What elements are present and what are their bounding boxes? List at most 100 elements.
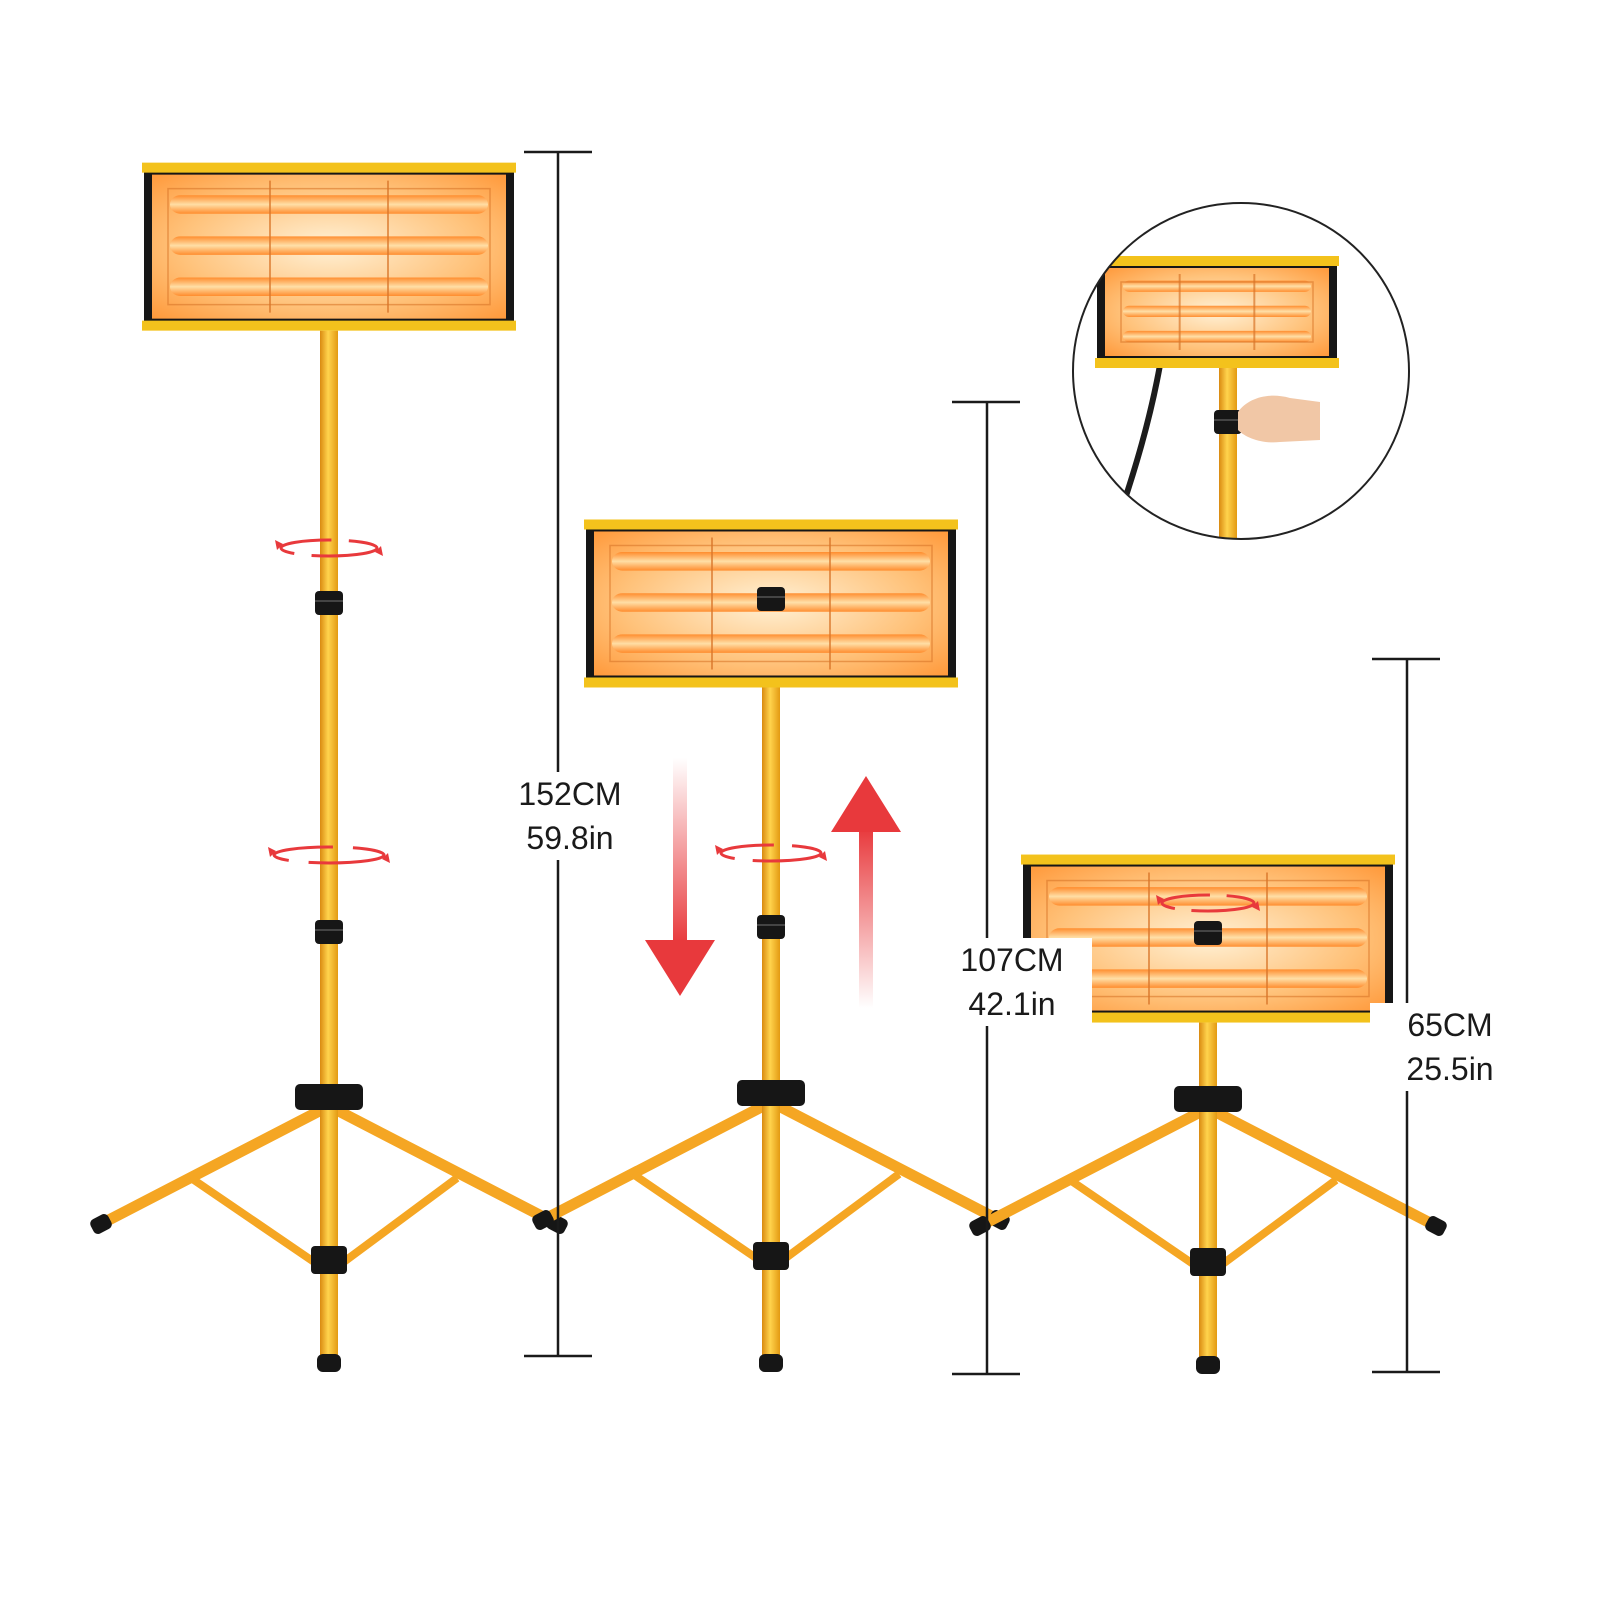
foot-cap-front — [317, 1354, 341, 1372]
brace-collar — [753, 1242, 789, 1270]
heating-tube — [1123, 330, 1311, 343]
arrow-up-icon — [831, 776, 901, 1008]
brace-collar — [311, 1246, 347, 1274]
tripod-leg-front — [762, 1102, 780, 1358]
arrow-up-shaft — [859, 828, 873, 1008]
arrow-up-head — [831, 776, 901, 832]
heating-tube — [170, 277, 488, 297]
rotate-head-left — [1156, 895, 1164, 905]
rotate-ring — [279, 538, 379, 558]
tripod-hub — [1174, 1086, 1242, 1112]
frame-bottom — [584, 677, 958, 688]
rotate-head-right — [1252, 901, 1260, 911]
heater-stand-3 — [969, 854, 1447, 1374]
adjust-knob — [315, 591, 343, 615]
knob-ridge — [757, 924, 785, 926]
height-adjust-arrows — [645, 758, 901, 1008]
heating-tube — [1049, 969, 1367, 988]
adjust-knob — [757, 587, 785, 611]
tripod-hub — [737, 1080, 805, 1106]
arrow-down-icon — [645, 758, 715, 996]
heater-panel — [142, 162, 516, 331]
rotate-ring — [1160, 893, 1256, 913]
foot-cap-left — [532, 1210, 554, 1230]
guard-frame — [1120, 281, 1314, 343]
tripod-leg-left — [537, 1096, 777, 1226]
arrow-down-shaft — [673, 758, 687, 944]
height-cm-short: 65CM — [1407, 1007, 1493, 1043]
hand-shape — [1238, 395, 1320, 443]
telescopic-pole — [320, 330, 338, 1096]
heating-tube — [612, 552, 930, 571]
rotate-ring — [272, 845, 386, 865]
rotate-arrows-icon — [1156, 893, 1260, 913]
tripod-brace-left — [630, 1170, 762, 1264]
frame-top — [1095, 256, 1339, 266]
frame-top — [1021, 854, 1395, 865]
heater-stand-2 — [532, 519, 1010, 1372]
rotate-head-right — [382, 853, 390, 863]
rotate-arrows-icon — [715, 843, 827, 863]
rotate-head-left — [715, 845, 723, 855]
dimension-line-1 — [524, 150, 592, 1358]
tripod-brace-right — [338, 1174, 460, 1268]
tripod-brace-right — [1217, 1176, 1339, 1270]
adjust-knob — [1214, 410, 1242, 434]
tripod-leg-left — [974, 1102, 1214, 1232]
detail-inset — [1072, 202, 1410, 540]
tripod-leg-right — [323, 1100, 563, 1230]
heating-tube — [1123, 280, 1311, 292]
knob-ridge — [1214, 419, 1242, 421]
inset-pole — [1219, 362, 1237, 539]
tripod-base — [90, 1084, 568, 1372]
hand-adjusting-knob-icon — [1238, 395, 1320, 443]
adjust-knob — [757, 915, 785, 939]
foot-cap-right — [1425, 1216, 1447, 1236]
height-label-medium: 107CM 42.1in — [932, 938, 1092, 1026]
frame-bottom — [142, 320, 516, 331]
tripod-base — [969, 1086, 1447, 1374]
adjust-knob — [1194, 921, 1222, 945]
tripod-brace-right — [780, 1170, 902, 1264]
tripod-brace-left — [188, 1174, 320, 1268]
rotate-arrows-icon — [268, 845, 390, 865]
foot-cap-left — [969, 1216, 991, 1236]
rotate-arrows-icon — [275, 538, 383, 558]
height-in-short: 25.5in — [1406, 1051, 1494, 1087]
height-in-tall: 59.8in — [526, 820, 614, 856]
foot-cap-left — [90, 1214, 112, 1234]
height-cm-medium: 107CM — [960, 942, 1064, 978]
height-label-short: 65CM 25.5in — [1370, 1003, 1530, 1091]
tripod-brace-left — [1067, 1176, 1199, 1270]
knob-ridge — [315, 600, 343, 602]
foot-cap-front — [759, 1354, 783, 1372]
knob-ridge — [1194, 930, 1222, 932]
knob-ridge — [315, 929, 343, 931]
tripod-leg-front — [1199, 1108, 1217, 1360]
adjust-knob — [315, 920, 343, 944]
heating-tube — [612, 634, 930, 653]
dimension-line-2 — [952, 400, 1020, 1376]
guard-frame — [609, 544, 933, 663]
heating-tube — [1123, 305, 1311, 318]
tripod-hub — [295, 1084, 363, 1110]
knob-ridge — [757, 596, 785, 598]
rotate-head-left — [268, 847, 276, 857]
rotate-head-right — [375, 546, 383, 556]
frame-top — [584, 519, 958, 530]
frame-top — [142, 162, 516, 173]
frame-bottom — [1095, 358, 1339, 368]
height-in-medium: 42.1in — [968, 986, 1056, 1022]
heater-panel — [1095, 256, 1339, 368]
rotate-ring — [719, 843, 823, 863]
tripod-base — [532, 1080, 1010, 1372]
heating-tube — [170, 195, 488, 214]
tripod-leg-left — [95, 1100, 335, 1230]
tripod-leg-right — [765, 1096, 1005, 1226]
guard-frame — [167, 187, 491, 306]
height-cm-tall: 152CM — [518, 776, 622, 812]
heater-stand-1 — [90, 162, 568, 1372]
tripod-leg-front — [320, 1106, 338, 1358]
arrow-down-head — [645, 940, 715, 996]
